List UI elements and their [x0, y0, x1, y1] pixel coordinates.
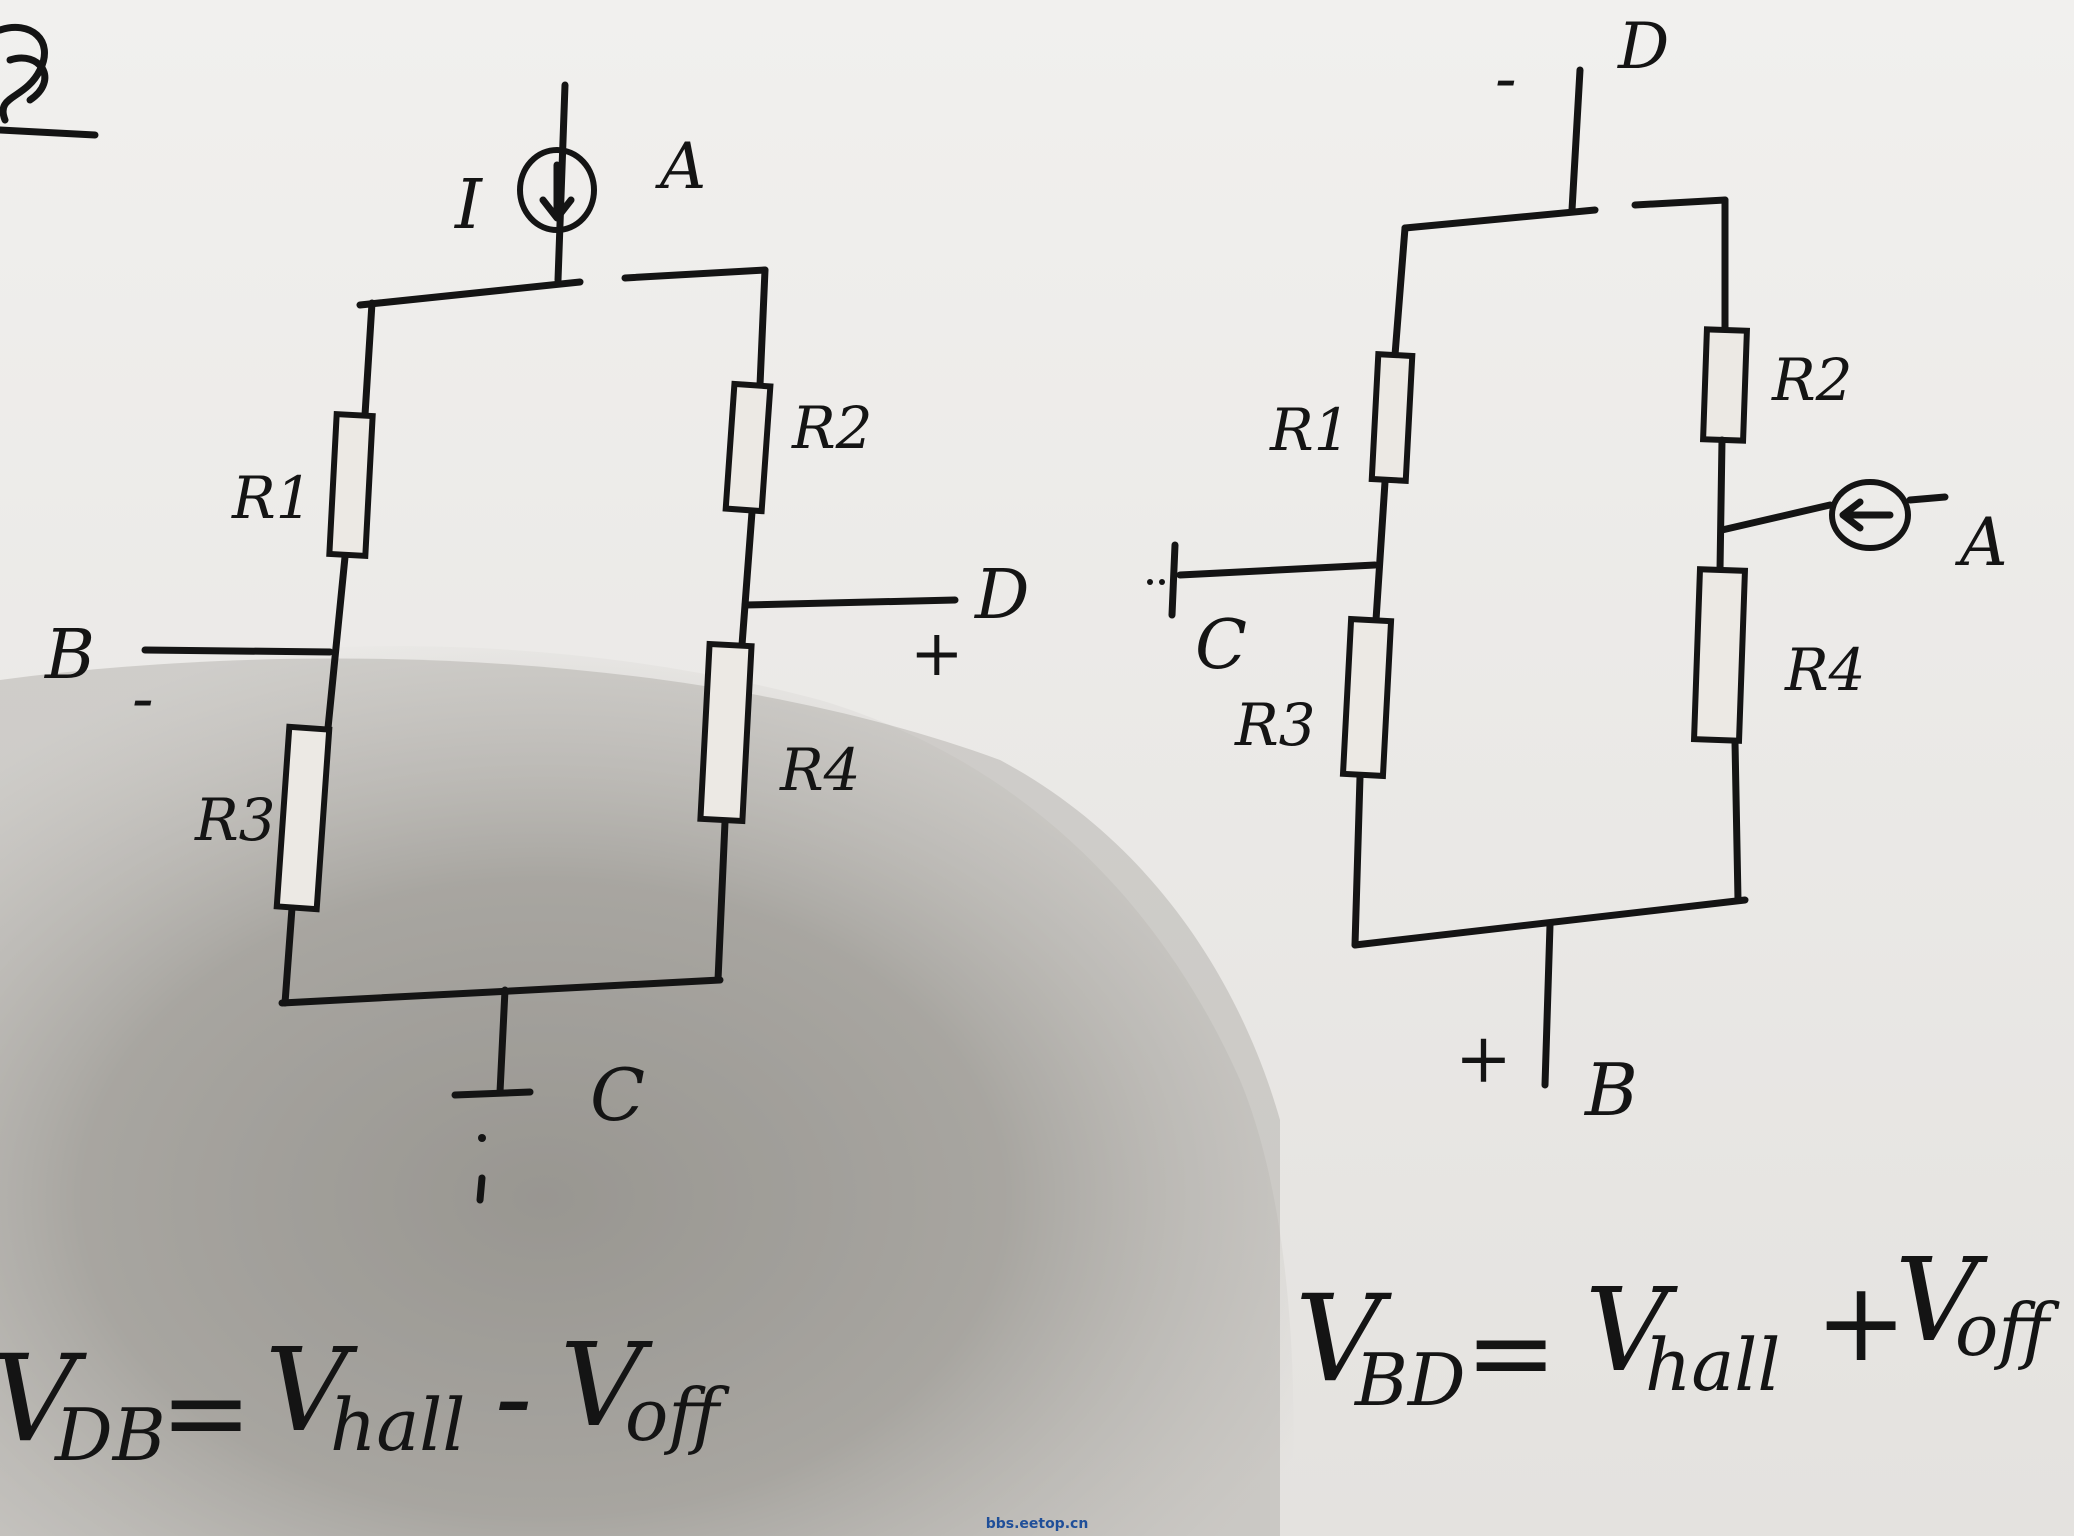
right-r1-r3-wire: [1372, 478, 1389, 624]
left-eq-rhs2: V: [560, 1319, 653, 1453]
right-eq-lhs-sub: BD: [1353, 1338, 1466, 1422]
right-node-c-label: C: [1195, 606, 1247, 685]
left-node-b-label: B: [43, 616, 95, 695]
right-node-a-label: A: [1954, 504, 2008, 581]
left-dot-mark: [478, 1134, 486, 1142]
left-eq-rhs2-sub: off: [625, 1373, 730, 1457]
right-equation: V BD = V hall + V off: [1295, 1234, 2060, 1422]
left-node-top-label: A: [655, 130, 706, 204]
left-r2-label: R2: [791, 394, 873, 462]
left-top-wire: [356, 266, 769, 309]
right-r1-top-wire: [1391, 224, 1409, 359]
right-r4-resistor: [1690, 566, 1749, 744]
right-node-b-label: B: [1583, 1048, 1638, 1132]
right-current-source: [1829, 479, 1911, 551]
right-node-d-wire: [1568, 66, 1584, 214]
right-r1-resistor: [1368, 351, 1416, 484]
right-current-arrow-icon: [1839, 498, 1894, 532]
left-r4-resistor: [697, 640, 755, 825]
right-r3-bottom-wire: [1351, 773, 1364, 949]
right-node-a-wire: [1718, 493, 1949, 534]
left-r1-top-wire: [361, 299, 376, 419]
left-eq-lhs: V: [0, 1330, 87, 1469]
left-r3-label: R3: [194, 786, 276, 854]
right-node-d-polarity: -: [1495, 42, 1517, 116]
right-node-d-label: D: [1617, 10, 1669, 84]
left-source-label: I: [453, 166, 483, 245]
left-circuit: I A B - D + C R1 R2 R3 R4: [43, 81, 1030, 1204]
left-node-d-polarity: +: [910, 617, 964, 691]
left-eq-rhs1-sub: hall: [330, 1383, 465, 1467]
left-node-d-wire: [741, 596, 959, 609]
left-current-source: [517, 147, 597, 233]
left-r3-resistor: [273, 723, 333, 913]
left-node-c-label: C: [590, 1053, 645, 1137]
left-bottom-wire: [278, 976, 724, 1007]
left-r2-resistor: [722, 380, 774, 515]
right-r1-label: R1: [1269, 396, 1351, 464]
right-eq-rhs2: V: [1895, 1234, 1988, 1368]
right-r4-bottom-wire: [1731, 738, 1742, 904]
right-eq-rhs2-sub: off: [1955, 1288, 2060, 1372]
right-r3-label: R3: [1234, 691, 1316, 759]
left-eq-operator: -: [495, 1333, 532, 1461]
right-eq-lhs: V: [1295, 1270, 1392, 1409]
left-r4-label: R4: [779, 736, 861, 804]
right-r4-label: R4: [1784, 636, 1866, 704]
right-eq-equals: =: [1465, 1288, 1557, 1416]
left-r4-bottom-wire: [714, 818, 729, 984]
left-equation: V DB = V hall - V off: [0, 1319, 730, 1477]
right-node-c-wire: [1168, 541, 1379, 619]
right-r3-resistor: [1339, 615, 1395, 780]
left-r3-bottom-wire: [281, 904, 296, 1007]
corner-scribble: [0, 23, 99, 139]
right-r2-r4-wire: [1716, 436, 1726, 574]
right-top-wire: [1401, 196, 1729, 232]
right-eq-rhs1-sub: hall: [1645, 1323, 1780, 1407]
right-eq-operator: +: [1815, 1258, 1907, 1386]
right-dot-mark: [1147, 579, 1153, 585]
right-dot-mark-2: [1159, 579, 1165, 585]
left-eq-lhs-sub: DB: [53, 1393, 166, 1477]
watermark-text: bbs.eetop.cn: [986, 1516, 1089, 1532]
shadow-region: [0, 646, 1294, 1536]
right-node-b-polarity: +: [1455, 1020, 1512, 1099]
left-r1-resistor: [326, 411, 376, 559]
left-r1-r3-wire: [324, 553, 349, 732]
left-eq-equals: =: [160, 1348, 252, 1476]
left-node-d-label: D: [973, 556, 1030, 635]
left-source-wire: [554, 81, 569, 284]
left-r2-top-wire: [756, 266, 769, 389]
left-r2-r4-wire: [738, 508, 756, 649]
left-tick-mark: [476, 1174, 486, 1204]
left-node-b-wire: [141, 646, 334, 656]
left-r1-label: R1: [231, 464, 313, 532]
right-r2-label: R2: [1771, 346, 1853, 414]
left-node-c-wire: [451, 986, 534, 1099]
left-eq-rhs1: V: [265, 1324, 358, 1458]
right-eq-rhs1: V: [1585, 1264, 1678, 1398]
right-circuit: D - B + C A R1 R2 R3 R4: [1147, 10, 2008, 1132]
left-node-b-polarity: -: [132, 662, 154, 736]
left-current-arrow-icon: [539, 161, 575, 222]
right-node-b-wire: [1541, 921, 1554, 1089]
right-r2-resistor: [1699, 326, 1751, 444]
